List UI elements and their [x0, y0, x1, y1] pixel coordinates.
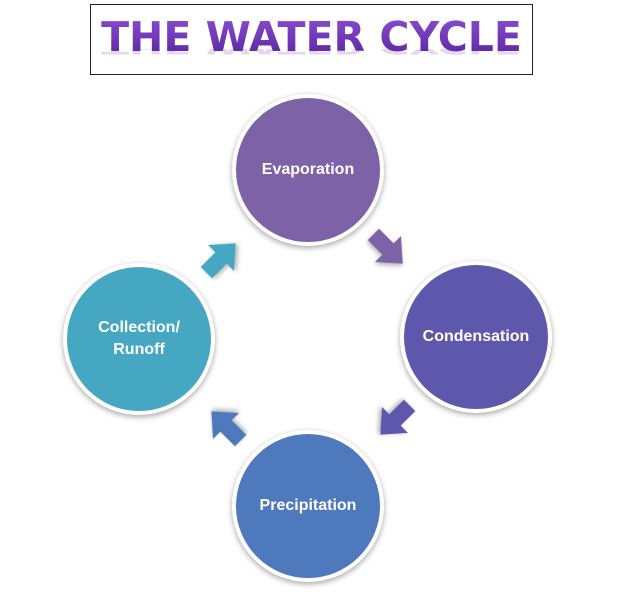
- stage-precipitation: Precipitation: [232, 430, 384, 582]
- title-box: THE WATER CYCLE THE WATER CYCLE: [90, 4, 533, 75]
- arrow-down-right-icon: [367, 228, 403, 264]
- stage-label: Collection/ Runoff: [98, 319, 180, 358]
- stage-collection-runoff: Collection/ Runoff: [63, 263, 215, 415]
- stage-evaporation: Evaporation: [232, 94, 384, 246]
- title-reflection: THE WATER CYCLE: [91, 49, 532, 57]
- stage-label: Condensation: [422, 328, 530, 345]
- arrow-down-left-icon: [380, 399, 416, 435]
- stage-condensation: Condensation: [400, 261, 552, 413]
- arrow-up-right-icon: [200, 243, 236, 279]
- stage-label: Precipitation: [259, 497, 357, 514]
- stage-label: Evaporation: [261, 161, 355, 178]
- diagram-title: THE WATER CYCLE: [91, 15, 532, 59]
- arrow-up-left-icon: [211, 411, 247, 447]
